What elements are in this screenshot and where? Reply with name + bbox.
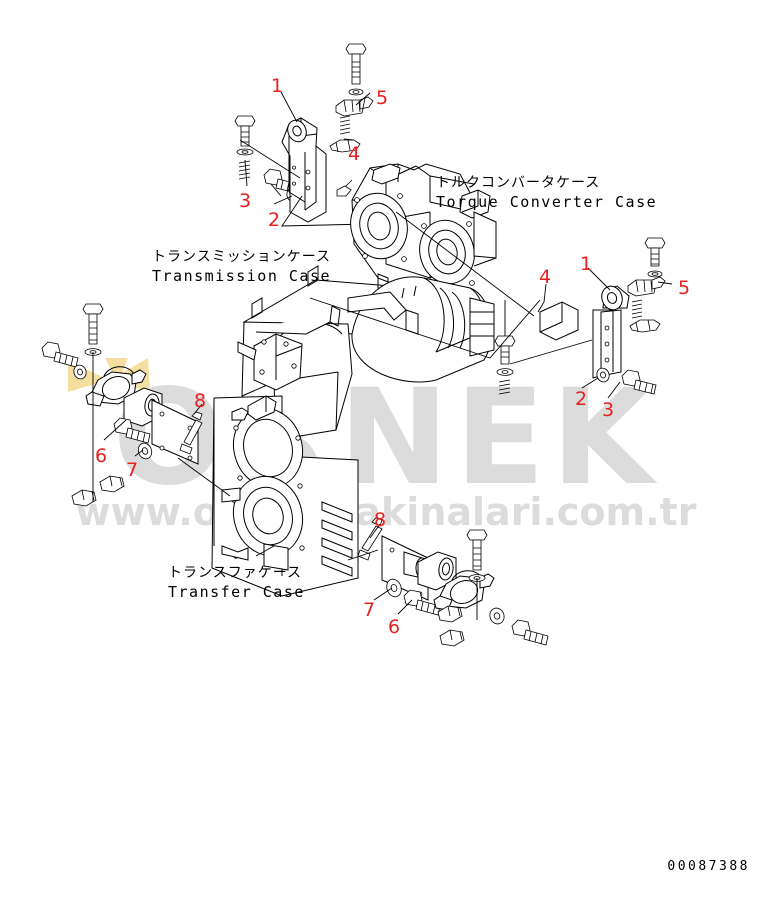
nut-right-a (437, 605, 463, 623)
label-transmission-case-jp: トランスミッションケース (152, 249, 332, 265)
callout-2-rear: 2 (575, 388, 588, 410)
bolt-left-angled (41, 341, 79, 368)
bolt-rear-left (494, 335, 516, 395)
label-transfer-case-jp: トランスファケース (168, 565, 303, 581)
stud-front (336, 179, 353, 197)
label-transmission-case: トランスミッションケース Transmission Case (152, 246, 331, 285)
callout-7-left: 7 (126, 459, 139, 481)
mount-bracket-rear (592, 285, 630, 379)
callout-3-rear: 3 (602, 399, 615, 421)
fitting-rear (627, 276, 666, 297)
callout-1-rear: 1 (580, 253, 593, 275)
watermark-url: www.ornekmakinalari.com.tr (75, 490, 697, 534)
long-bolt-left (82, 303, 104, 356)
label-transfer-case-en: Transfer Case (168, 583, 305, 601)
callout-5-front: 5 (376, 87, 389, 109)
bolt-front-left (234, 115, 256, 180)
right-lower-parts-group (347, 517, 549, 647)
nut-right-b (439, 629, 465, 647)
drawing-part-number: 00087388 (667, 859, 750, 874)
bolt-far-right (511, 619, 549, 646)
label-torque-converter-case-en: Torque Converter Case (436, 193, 658, 211)
bolt-right-lower (403, 589, 441, 616)
label-transfer-case: トランスファケース Transfer Case (168, 562, 305, 601)
fitting-front (335, 96, 374, 117)
callout-4-rear: 4 (539, 266, 552, 288)
label-torque-converter-case-jp: トルクコンバータケース (436, 175, 601, 191)
left-parts-group (41, 303, 231, 507)
transfer-case-body (211, 395, 359, 597)
callout-3-front: 3 (239, 190, 252, 212)
callout-8-right: 8 (374, 509, 387, 531)
mount-bracket-front (281, 117, 327, 223)
callout-4-front: 4 (348, 143, 361, 165)
nut-left (99, 475, 125, 493)
washer-right (386, 578, 402, 598)
callout-6-right: 6 (388, 616, 401, 638)
long-bolt-right (466, 529, 488, 582)
callout-6-left: 6 (95, 445, 108, 467)
front-mount-group (234, 43, 374, 227)
bushing-right (417, 551, 457, 591)
callout-5-rear: 5 (678, 277, 691, 299)
label-transmission-case-en: Transmission Case (152, 267, 332, 285)
clip-front (329, 139, 361, 153)
transmission-case-body (237, 265, 579, 441)
torque-converter-case-body (350, 163, 497, 293)
label-torque-converter-case: トルクコンバータケース Torque Converter Case (436, 172, 657, 211)
callout-2-front: 2 (268, 209, 281, 231)
nut-left-bottom (71, 489, 97, 507)
washer-far-right (489, 607, 505, 625)
bolt-rear-upper (644, 237, 666, 278)
bolt-rear-lower (621, 369, 657, 395)
rear-mount-group (309, 211, 673, 399)
spring-front (339, 115, 351, 135)
watermark-brand: ORNEK (112, 361, 660, 515)
washer-left (73, 364, 87, 380)
callout-7-right: 7 (363, 599, 376, 621)
spring-rear (631, 299, 643, 319)
clip-rear (629, 319, 661, 333)
callout-1-front: 1 (271, 75, 284, 97)
washer-left-lower (137, 442, 153, 460)
clamp-left (85, 366, 147, 407)
callout-8-left: 8 (194, 390, 207, 412)
bolt-front-upper (345, 43, 367, 96)
washer-rear (596, 367, 610, 383)
bolt-left-lower (113, 417, 151, 444)
